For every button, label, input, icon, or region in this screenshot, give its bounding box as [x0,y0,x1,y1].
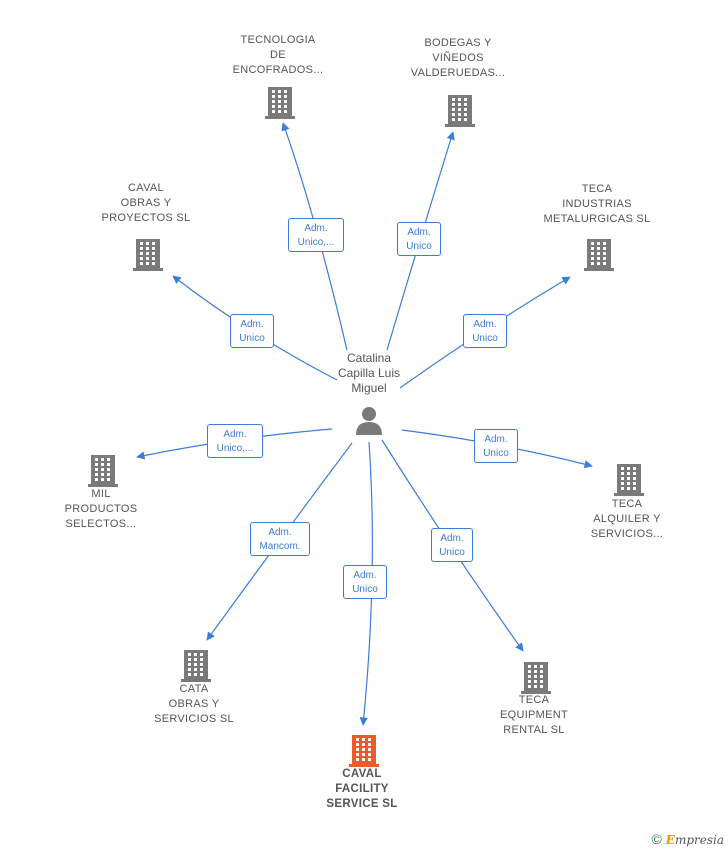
building-icon-tecnologia[interactable] [265,87,295,119]
company-name-caval-obras[interactable]: CAVAL OBRAS Y PROYECTOS SL [101,182,191,224]
building-icon-mil[interactable] [88,455,118,487]
role-label-teca-industrias: Adm. Unico [463,314,507,348]
person-icon[interactable] [356,407,382,435]
company-name-mil[interactable]: MIL PRODUCTOS SELECTOS... [64,488,138,530]
footer-credit: ©Empresia [651,831,724,847]
company-name-teca-alquiler[interactable]: TECA ALQUILER Y SERVICIOS... [590,498,664,540]
company-name-teca-equipment[interactable]: TECA EQUIPMENT RENTAL SL [499,694,569,736]
company-name-tecnologia[interactable]: TECNOLOGIA DE ENCOFRADOS... [232,34,324,76]
company-name-caval-facility[interactable]: CAVAL FACILITY SERVICE SL [326,768,398,810]
company-name-cata[interactable]: CATA OBRAS Y SERVICIOS SL [154,683,234,725]
building-icon-teca-industrias[interactable] [584,239,614,271]
company-name-bodegas[interactable]: BODEGAS Y VIÑEDOS VALDERUEDAS... [410,37,506,79]
brand-logo-initial: E [665,833,675,847]
building-icon-bodegas[interactable] [445,95,475,127]
role-label-cata: Adm. Mancom. [250,522,310,556]
building-icon-caval-facility[interactable] [349,735,379,767]
building-icon-teca-alquiler[interactable] [614,464,644,496]
brand-logo-text: mpresia [674,833,724,847]
company-name-teca-industrias[interactable]: TECA INDUSTRIAS METALURGICAS SL [543,183,651,225]
building-icon-teca-equipment[interactable] [521,662,551,694]
role-label-mil: Adm. Unico,... [207,424,263,458]
building-icon-cata[interactable] [181,650,211,682]
role-label-caval-obras: Adm. Unico [230,314,274,348]
role-label-tecnologia: Adm. Unico,... [288,218,344,252]
building-icon-caval-obras[interactable] [133,239,163,271]
role-label-teca-alquiler: Adm. Unico [474,429,518,463]
role-label-caval-facility: Adm. Unico [343,565,387,599]
role-label-bodegas: Adm. Unico [397,222,441,256]
copyright-icon: © [651,831,662,847]
role-label-teca-equipment: Adm. Unico [431,528,473,562]
person-name[interactable]: Catalina Capilla Luis Miguel [337,351,401,395]
